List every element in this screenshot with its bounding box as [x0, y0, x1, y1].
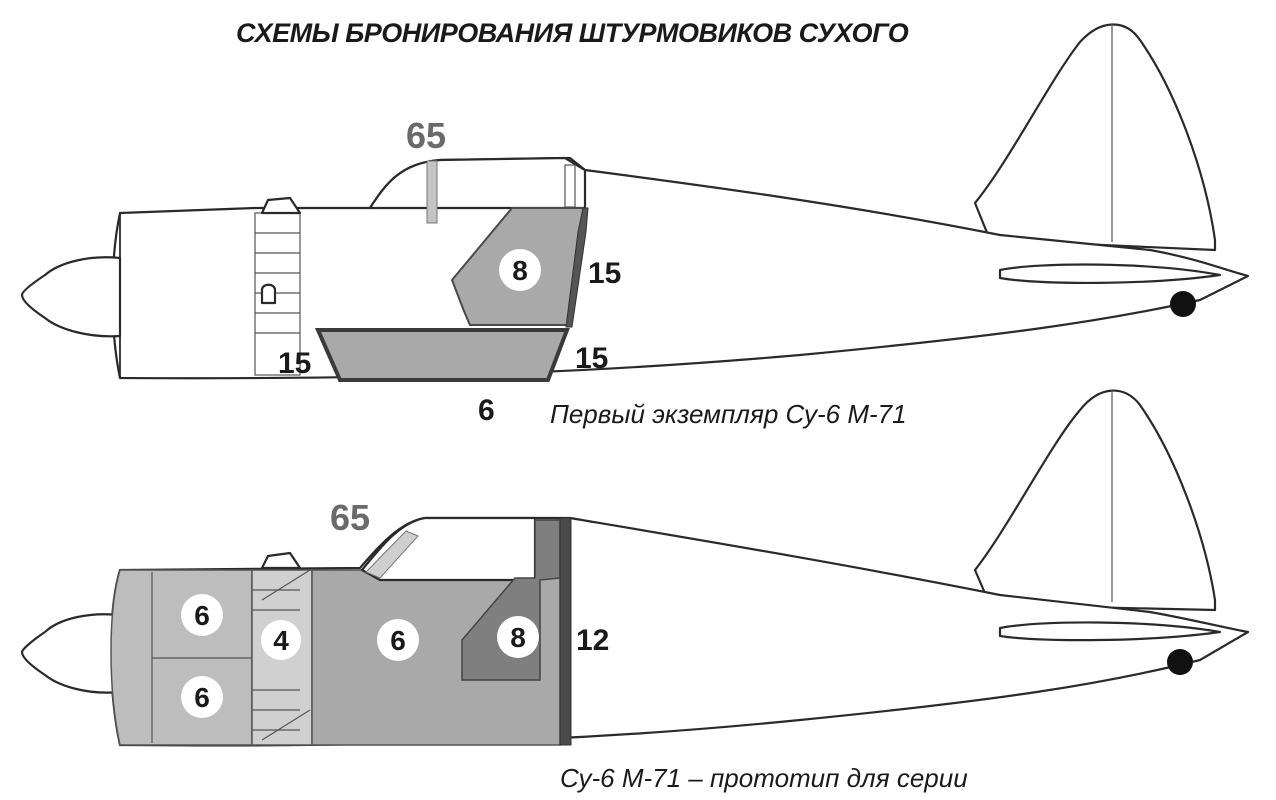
aircraft-2-tail-wheel: [1167, 649, 1193, 675]
aircraft-2-label-cockpit: 6: [390, 625, 406, 656]
aircraft-1-tail-wheel: [1170, 291, 1196, 317]
aircraft-1-label-rear-plate: 15: [588, 257, 621, 290]
aircraft-1-rear-armor: [565, 207, 589, 328]
aircraft-2-cockpit-circle: [377, 619, 419, 661]
aircraft-2-intake: [998, 621, 1222, 642]
aircraft-1-caption: Первый экземпляр Су-6 М-71: [550, 399, 907, 429]
aircraft-1-canopy-frame: [564, 164, 576, 208]
aircraft-2-label-seat: 8: [510, 622, 526, 653]
aircraft-1-label-canopy: 65: [406, 115, 446, 156]
aircraft-1-intake: [998, 263, 1222, 285]
aircraft-2-rear-armor: [559, 517, 572, 746]
diagram-title: СХЕМЫ БРОНИРОВАНИЯ ШТУРМОВИКОВ СУХОГО: [236, 18, 909, 48]
aircraft-2-seat-circle: [497, 616, 539, 658]
aircraft-1-label-seat: 8: [512, 255, 528, 286]
aircraft-1-label-floor-rear: 15: [575, 342, 608, 375]
aircraft-2-label-canopy: 65: [330, 497, 370, 538]
aircraft-2-caption: Су-6 М-71 – прототип для серии: [560, 763, 968, 793]
aircraft-2-label-mount: 4: [273, 625, 289, 656]
aircraft-1-top-hump: [260, 196, 302, 215]
aircraft-2-label-rear-plate: 12: [576, 624, 609, 657]
aircraft-1-seat-circle: [499, 249, 541, 291]
aircraft-1-exhaust: [260, 283, 277, 305]
aircraft-1-tail-fin: [973, 23, 1217, 252]
aircraft-2-canopy-armor-glass: [365, 530, 419, 579]
aircraft-2-cowl-upper-circle: [181, 594, 223, 636]
aircraft-1-floor-armor: [314, 328, 570, 382]
aircraft-2-cowl-lower-circle: [181, 676, 223, 718]
aircraft-1-label-floor-bottom: 6: [478, 394, 495, 427]
aircraft-1-canopy: [368, 156, 587, 210]
aircraft-1: 65 8 15 15 15 6 Первый экземпляр Су-6 М-…: [20, 23, 1250, 429]
aircraft-2-tail-fin: [973, 389, 1217, 612]
aircraft-2-label-cowl-lower: 6: [194, 682, 210, 713]
aircraft-2-spinner: [20, 613, 122, 694]
aircraft-1-fuselage: [111, 156, 1250, 380]
aircraft-2-mount-circle: [261, 620, 301, 660]
aircraft-2: 65 6 6 4 6 8 12 Су-6 М-71 – прототип для…: [20, 389, 1250, 793]
aircraft-2-label-cowl-upper: 6: [194, 600, 210, 631]
aircraft-1-label-floor-front: 15: [278, 347, 311, 380]
aircraft-1-canopy-armor-glass: [426, 160, 438, 224]
aircraft-2-top-hump: [260, 551, 302, 570]
aircraft-1-spinner: [20, 256, 122, 338]
aircraft-2-mount-lines: [252, 569, 311, 741]
